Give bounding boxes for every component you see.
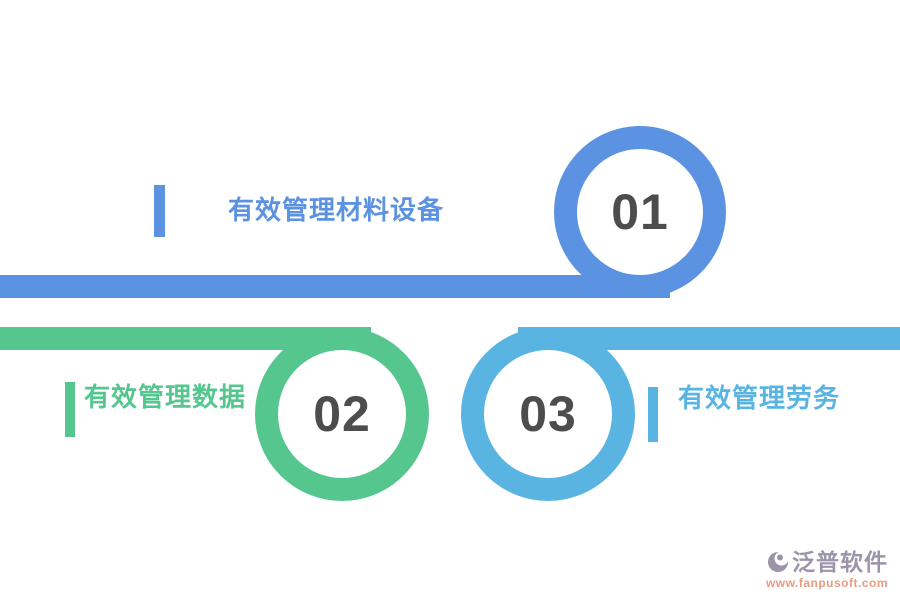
step-1-circle: 01 xyxy=(554,126,726,298)
step-3-label: 有效管理劳务 xyxy=(678,383,841,413)
step-3-ribbon-bar xyxy=(518,327,900,350)
brand-name: 泛普软件 xyxy=(792,548,888,575)
fanpu-logo-icon xyxy=(768,551,789,573)
step-2-accent-tick xyxy=(65,382,75,437)
step-3-number: 03 xyxy=(519,386,577,442)
step-1-label: 有效管理材料设备 xyxy=(228,195,445,225)
brand-url: www.fanpusoft.com xyxy=(765,576,888,590)
step-1-accent-tick xyxy=(154,185,165,237)
step-1-number: 01 xyxy=(611,184,669,240)
step-2-number: 02 xyxy=(313,386,371,442)
step-3-accent-tick xyxy=(648,387,658,442)
step-2-ribbon-bar xyxy=(0,327,371,350)
step-2-circle: 02 xyxy=(255,327,429,501)
step-2-label: 有效管理数据 xyxy=(84,382,247,412)
step-3-circle: 03 xyxy=(461,327,635,501)
brand-watermark: 泛普软件 www.fanpusoft.com xyxy=(765,548,888,590)
step-1-ribbon-bar xyxy=(0,275,670,298)
brand-row: 泛普软件 xyxy=(766,548,888,575)
